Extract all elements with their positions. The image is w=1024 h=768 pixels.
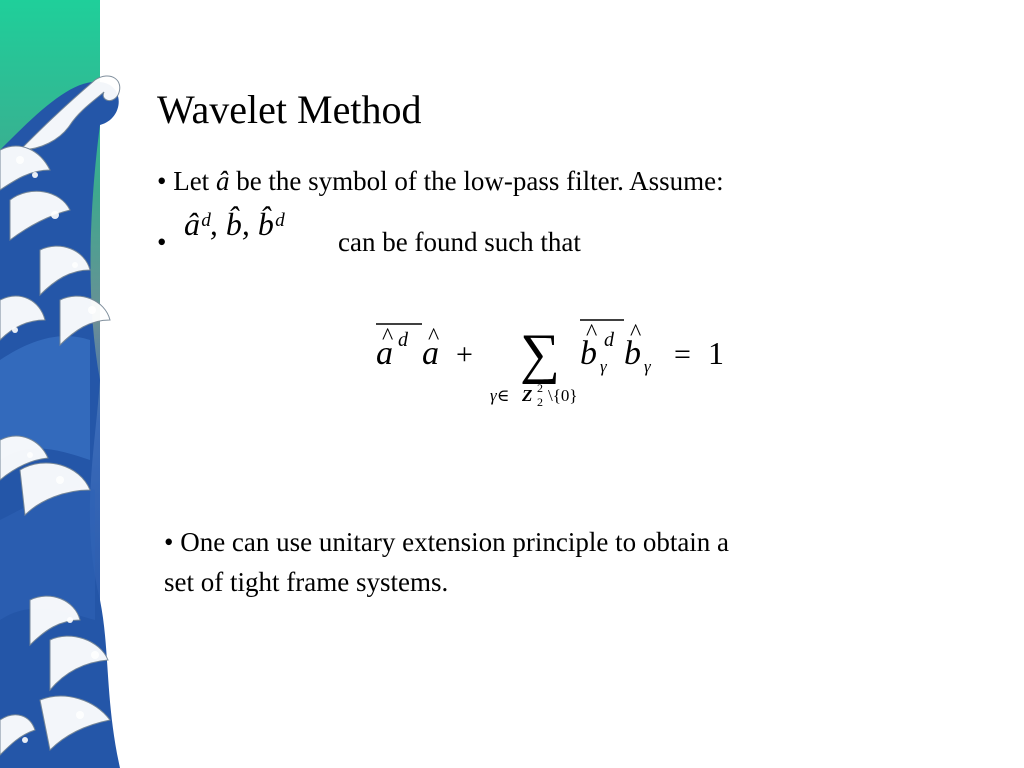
a-hat-symbol: â (215, 166, 230, 196)
bullet-low-pass-filter: • Let â be the symbol of the low-pass fi… (157, 165, 724, 197)
bullet-text: be the symbol of the low-pass filter. As… (236, 166, 724, 196)
bullet-uep-line2: set of tight frame systems. (164, 567, 449, 597)
hat-glyph: ^ (428, 324, 439, 350)
plus-sign: + (456, 338, 473, 371)
sum-set-Z: Z (521, 386, 532, 405)
hat-glyph: ^ (382, 324, 393, 350)
sum-set-sub: 2 (537, 395, 543, 409)
b-term: b (624, 335, 641, 372)
a-d-term: a (376, 335, 393, 372)
sum-set-sup: 2 (537, 381, 543, 395)
gamma-subscript: γ (600, 357, 608, 376)
sum-index: γ∈ (490, 386, 509, 405)
d-superscript: d (398, 329, 409, 351)
bullet-uep-line1: • One can use unitary extension principl… (164, 527, 730, 557)
a-term: a (422, 335, 439, 372)
bullet-prefix: • Let (157, 166, 216, 196)
bullet-text: can be found such that (338, 227, 581, 257)
uep-equation: a ^ d a ^ + ∑ γ∈ Z 2 2 \{0} b ^ d γ b ^ … (372, 316, 752, 416)
gamma-subscript: γ (644, 357, 652, 376)
wave-decoration (0, 0, 121, 768)
dual-symbols: âᵈ, b̂, b̂ᵈ (184, 206, 284, 242)
hat-glyph: ^ (630, 320, 641, 346)
d-superscript: d (604, 329, 615, 351)
bullet-symbols-found: • âᵈ, b̂, b̂ᵈ can be found such that (157, 206, 581, 258)
sum-exclusion: \{0} (548, 386, 578, 405)
one: 1 (708, 335, 724, 371)
slide-title: Wavelet Method (157, 87, 422, 132)
b-d-term: b (580, 335, 597, 372)
bullet-marker: • (157, 227, 167, 257)
sum-sign: ∑ (520, 323, 560, 385)
hat-glyph: ^ (586, 320, 597, 346)
equals-sign: = (674, 338, 691, 371)
